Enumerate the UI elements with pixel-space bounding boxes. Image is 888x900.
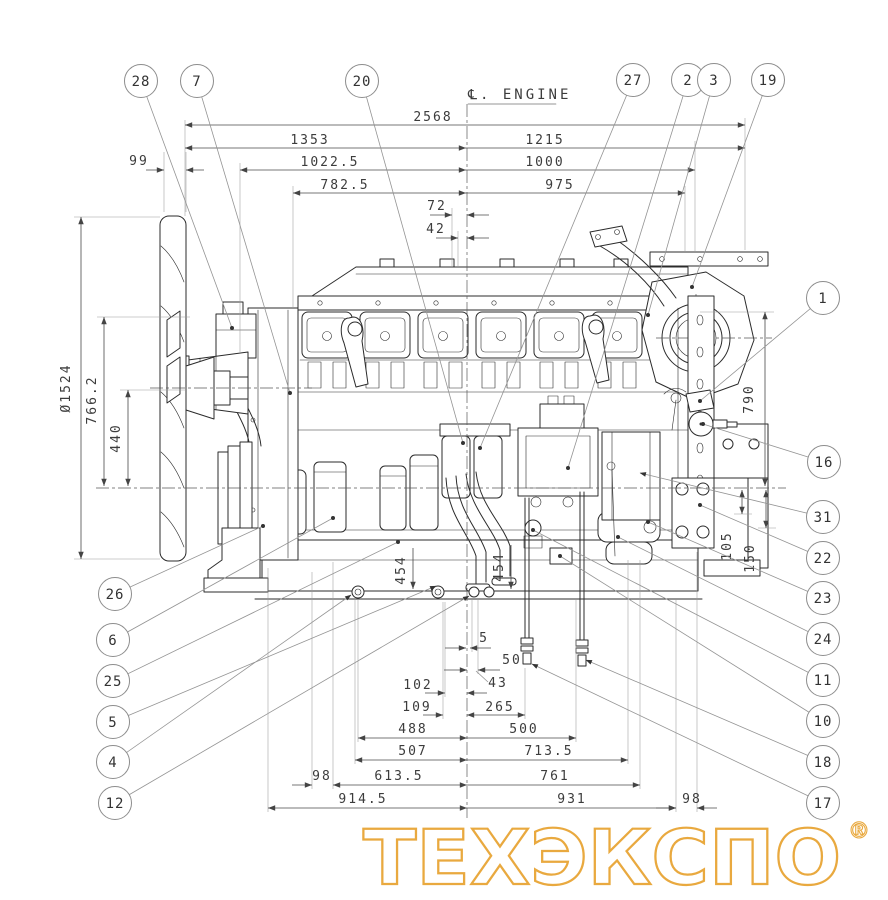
dim-265: 265 — [485, 700, 514, 715]
balloon-16-label: 16 — [815, 455, 834, 471]
dim-98-rear: 98 — [682, 792, 702, 807]
dim-790: 790 — [742, 384, 757, 413]
balloon-2-label: 2 — [683, 73, 692, 89]
balloon-11-label: 11 — [814, 673, 833, 689]
watermark-text: ТЕХЭКСПО — [363, 813, 841, 900]
balloon-1: 1 — [806, 281, 840, 315]
balloon-19-label: 19 — [759, 73, 778, 89]
dim-99: 99 — [129, 154, 149, 169]
balloon-18: 18 — [806, 745, 840, 779]
balloon-16: 16 — [807, 445, 841, 479]
balloon-25: 25 — [96, 664, 130, 698]
balloon-6: 6 — [96, 623, 130, 657]
dim-713-5: 713.5 — [524, 744, 573, 759]
balloon-20: 20 — [345, 64, 379, 98]
dim-1353: 1353 — [290, 133, 329, 148]
dim-109: 109 — [402, 700, 431, 715]
dim-454-right: 454 — [492, 552, 507, 581]
balloon-6-label: 6 — [108, 633, 117, 649]
balloon-18-label: 18 — [814, 755, 833, 771]
dim-454-left: 454 — [394, 555, 409, 584]
dim-782-5: 782.5 — [320, 178, 369, 193]
dim-98-left: 98 — [312, 769, 332, 784]
balloon-12: 12 — [98, 786, 132, 820]
dim-102: 102 — [403, 678, 432, 693]
dim-613-5: 613.5 — [374, 769, 423, 784]
dim-72: 72 — [427, 199, 447, 214]
dim-overall-length: 2568 — [413, 110, 452, 125]
balloon-23: 23 — [806, 581, 840, 615]
balloon-10-label: 10 — [814, 714, 833, 730]
balloon-28-label: 28 — [132, 74, 151, 90]
intake-manifold — [297, 251, 769, 311]
dim-5: 5 — [479, 631, 489, 646]
watermark: ТЕХЭКСПО ® — [362, 812, 871, 900]
balloon-11: 11 — [806, 663, 840, 697]
dim-150: 150 — [743, 543, 758, 572]
dim-42: 42 — [426, 222, 446, 237]
dimension-texts: 2568 1353 1215 99 1022.5 1000 782.5 975 … — [59, 110, 758, 807]
balloon-3: 3 — [697, 63, 731, 97]
balloon-20-label: 20 — [353, 74, 372, 90]
dimension-lines — [78, 122, 769, 811]
balloon-1-label: 1 — [818, 291, 827, 307]
balloon-5-label: 5 — [108, 715, 117, 731]
balloon-24-label: 24 — [814, 632, 833, 648]
dim-507: 507 — [398, 744, 427, 759]
dim-931: 931 — [557, 792, 586, 807]
balloon-26-label: 26 — [106, 587, 125, 603]
dim-766-2: 766.2 — [85, 375, 100, 424]
balloon-31-label: 31 — [814, 510, 833, 526]
drain-plugs — [351, 585, 495, 599]
balloon-27: 27 — [616, 63, 650, 97]
balloon-4-label: 4 — [108, 755, 117, 771]
balloon-3-label: 3 — [709, 73, 718, 89]
dim-761: 761 — [540, 769, 569, 784]
lifting-eyes — [340, 314, 610, 388]
dim-105: 105 — [720, 531, 735, 560]
balloon-26: 26 — [98, 577, 132, 611]
dim-1022-5: 1022.5 — [301, 155, 360, 170]
centerline-label-text: ℄. ENGINE — [467, 87, 571, 103]
dim-440: 440 — [109, 423, 124, 452]
balloon-25-label: 25 — [104, 674, 123, 690]
dim-500: 500 — [509, 722, 538, 737]
balloon-17-label: 17 — [814, 796, 833, 812]
balloon-22: 22 — [806, 541, 840, 575]
balloon-7: 7 — [180, 64, 214, 98]
leader-lines — [112, 79, 825, 804]
dim-43: 43 — [488, 676, 508, 691]
balloon-7-label: 7 — [192, 74, 201, 90]
balloon-23-label: 23 — [814, 591, 833, 607]
centerline-label: ℄. ENGINE — [467, 87, 571, 105]
dim-50: 50 — [502, 653, 522, 668]
balloon-10: 10 — [806, 704, 840, 738]
dim-1215: 1215 — [525, 133, 564, 148]
balloon-4: 4 — [96, 745, 130, 779]
balloon-27-label: 27 — [624, 73, 643, 89]
watermark-registered-mark: ® — [848, 819, 870, 844]
balloon-19: 19 — [751, 63, 785, 97]
dim-1000: 1000 — [525, 155, 564, 170]
callout-balloons: 28 7 20 27 2 3 19 1 16 31 22 23 24 11 10… — [96, 63, 841, 820]
valve-covers — [301, 311, 643, 389]
balloon-12-label: 12 — [106, 796, 125, 812]
balloon-28: 28 — [124, 64, 158, 98]
dim-488: 488 — [398, 722, 427, 737]
balloon-24: 24 — [806, 622, 840, 656]
balloon-31: 31 — [806, 500, 840, 534]
dim-fan-diameter: Ø1524 — [59, 363, 74, 412]
extension-lines — [74, 118, 776, 812]
balloon-5: 5 — [96, 705, 130, 739]
dim-975: 975 — [545, 178, 574, 193]
engine-line-art — [159, 215, 772, 667]
balloon-17: 17 — [806, 786, 840, 820]
dim-914-5: 914.5 — [338, 792, 387, 807]
balloon-22-label: 22 — [814, 551, 833, 567]
